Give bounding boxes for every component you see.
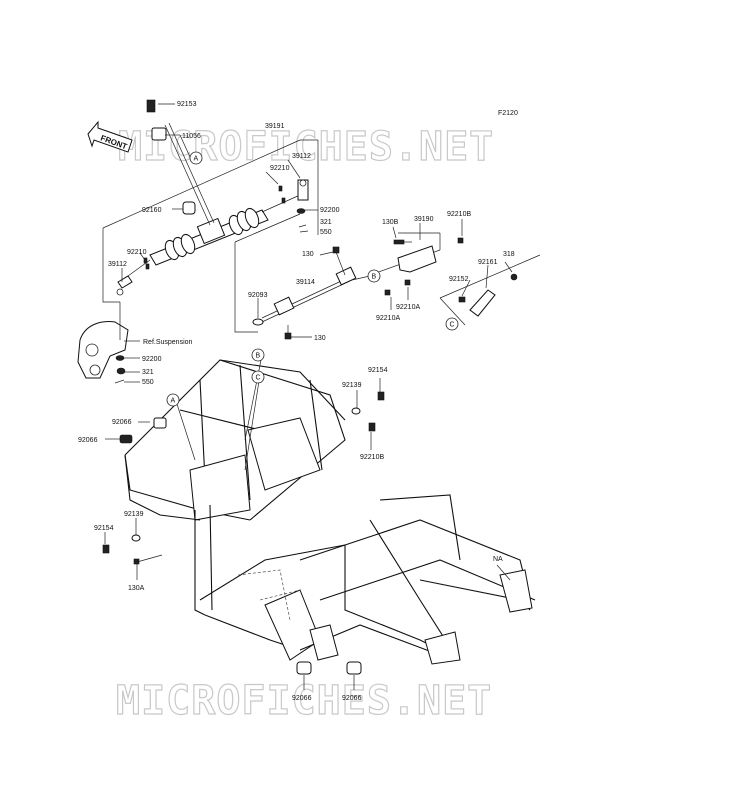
column-holder: [369, 232, 541, 326]
callout-a-frame: A: [166, 393, 180, 407]
part-label: 130: [302, 251, 314, 258]
part-label: 130A: [128, 585, 145, 592]
svg-text:A: A: [171, 398, 176, 405]
part-label: 318: [503, 251, 515, 258]
part-label: 92210: [127, 249, 147, 256]
part-label: 92161: [478, 259, 498, 266]
callout-c-top: C: [445, 317, 459, 331]
part-label: 92210A: [376, 315, 400, 322]
part-label: 550: [320, 229, 332, 236]
part-label: 92139: [124, 511, 144, 518]
steering-shaft: [252, 246, 357, 340]
part-label: 550: [142, 379, 154, 386]
watermark-bottom: MICROFICHES.NET: [116, 678, 492, 724]
watermark-top: MICROFICHES.NET: [118, 124, 494, 170]
part-label: 39112: [108, 261, 127, 268]
part-label: 92154: [368, 367, 388, 374]
frame-small-parts: [102, 391, 385, 675]
svg-text:C: C: [256, 375, 261, 382]
part-label: 92066: [112, 419, 132, 426]
part-label: 92066: [78, 437, 98, 444]
part-label: 92210B: [447, 211, 471, 218]
reference-label: Ref.Suspension: [143, 339, 193, 346]
part-label: 130: [314, 335, 326, 342]
callout-b-top: B: [367, 269, 381, 283]
part-label: 39112: [292, 153, 311, 160]
leader-lines: [104, 103, 513, 690]
part-label: 92152: [449, 276, 469, 283]
part-label: 92210B: [360, 454, 384, 461]
part-label: 92200: [142, 356, 162, 363]
svg-text:B: B: [372, 274, 377, 281]
part-label: 92210: [270, 165, 290, 172]
steering-knuckle: [77, 321, 129, 379]
part-label: 92139: [342, 382, 362, 389]
part-label: 39191: [265, 123, 285, 130]
svg-text:C: C: [450, 322, 455, 329]
svg-text:B: B: [256, 353, 261, 360]
callout-b-frame: B: [251, 348, 265, 362]
part-labels: 92153 11056 39191 39112 92210 92200 321 …: [78, 101, 515, 702]
callout-c-frame: C: [251, 370, 265, 384]
part-label: 39114: [296, 279, 315, 286]
part-label: 92200: [320, 207, 340, 214]
part-label: 39190: [414, 216, 434, 223]
part-label: 92093: [248, 292, 268, 299]
part-label: 321: [142, 369, 154, 376]
part-label: 92154: [94, 525, 114, 532]
part-label: 92066: [292, 695, 312, 702]
callout-a-top: A: [189, 151, 203, 165]
part-label: 92066: [342, 695, 362, 702]
part-label: NA: [493, 556, 503, 563]
steering-rack-assembly: [77, 99, 319, 384]
part-label: 130B: [382, 219, 399, 226]
part-label: 92160: [142, 207, 162, 214]
figure-code: F2120: [498, 110, 518, 117]
main-frame: [124, 359, 536, 665]
part-label: 321: [320, 219, 332, 226]
part-label: 92153: [177, 101, 197, 108]
part-label: 11056: [182, 133, 201, 140]
svg-text:A: A: [194, 156, 199, 163]
part-label: 92210A: [396, 304, 420, 311]
